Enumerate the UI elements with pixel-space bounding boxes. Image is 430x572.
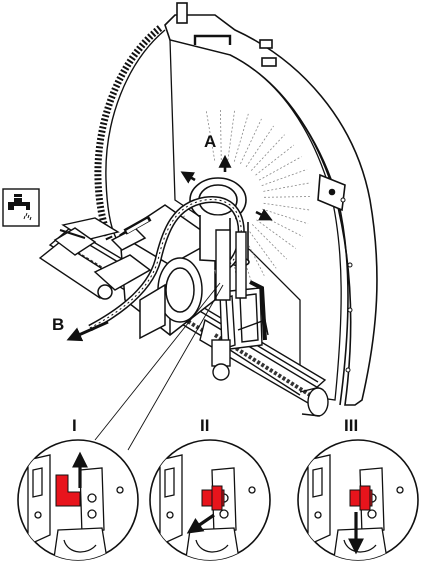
rotation-arrows <box>180 154 273 221</box>
ray-line <box>227 110 235 161</box>
ray-line <box>258 156 302 181</box>
saw-blade <box>94 25 163 242</box>
ray-line <box>251 224 288 260</box>
valve-lever <box>349 485 373 511</box>
carriage-right <box>211 229 301 396</box>
ray-line <box>205 111 216 161</box>
ray-line <box>263 182 311 192</box>
water-tap-icon <box>2 188 40 227</box>
ray-line <box>263 196 312 198</box>
label-step-2: II <box>200 416 209 435</box>
leader-lines <box>94 282 224 451</box>
label-step-1: I <box>72 416 77 435</box>
guard-bolts <box>340 197 353 373</box>
saw-head <box>93 204 216 340</box>
ray-line <box>220 110 222 161</box>
label-b: B <box>52 315 64 334</box>
ray-line <box>256 219 296 249</box>
ray-line <box>233 113 249 162</box>
ray-line <box>240 118 262 165</box>
label-a: A <box>204 132 216 151</box>
detail-circle-2 <box>149 439 271 561</box>
arrow-b <box>66 320 109 342</box>
label-step-3: III <box>344 416 358 435</box>
valve-lever <box>55 474 81 507</box>
ray-line <box>255 144 295 176</box>
ray-line <box>250 134 285 171</box>
ray-line <box>261 168 308 187</box>
blade-guard <box>164 2 378 406</box>
ray-line <box>246 228 277 269</box>
valve-lever <box>201 485 225 511</box>
ray-line <box>245 125 274 168</box>
detail-circle-1 <box>17 439 139 561</box>
ray-line <box>263 202 312 211</box>
direction-arrow <box>186 513 215 534</box>
detail-circle-3 <box>297 439 419 561</box>
